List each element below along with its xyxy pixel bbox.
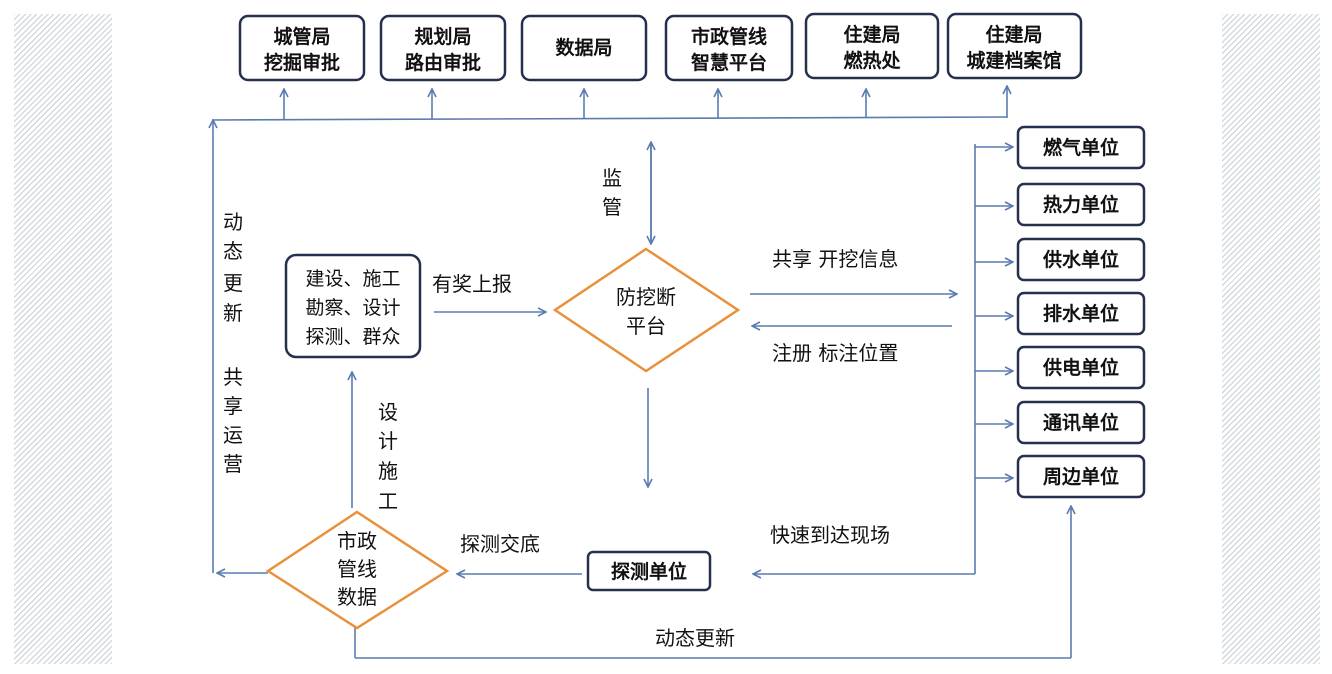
center-diamond-line: 防挖断 — [616, 285, 676, 309]
top-box-archives: 住建局 城建档案馆 — [946, 12, 1083, 80]
data-diamond: 市政 管线 数据 — [265, 510, 450, 630]
right-box-heat: 热力单位 — [1016, 182, 1146, 227]
top-box-gas-heat-office: 住建局 燃热处 — [804, 12, 940, 80]
right-box-water-supply: 供水单位 — [1016, 237, 1146, 282]
right-box-surrounding: 周边单位 — [1016, 454, 1146, 499]
label-update-share: 享 — [223, 394, 243, 418]
label-report: 有奖上报 — [432, 272, 512, 296]
source-box-line: 探测、群众 — [305, 326, 400, 348]
right-box-label: 周边单位 — [1043, 465, 1119, 488]
top-box-line: 智慧平台 — [691, 51, 767, 74]
top-box-data-bureau: 数据局 — [520, 14, 648, 82]
right-box-label: 供电单位 — [1042, 356, 1119, 379]
top-box-line: 市政管线 — [691, 25, 767, 48]
right-box-label: 燃气单位 — [1043, 136, 1119, 159]
left-hatch-border — [14, 14, 112, 664]
label-design-construct: 计 — [378, 429, 398, 453]
label-supervise: 监 — [602, 166, 622, 190]
label-update-share: 新 — [223, 301, 243, 325]
center-diamond: 防挖断 平台 — [552, 247, 741, 373]
data-diamond-line: 市政 — [337, 529, 377, 553]
source-box-line: 建设、施工 — [305, 268, 400, 290]
data-diamond-line: 管线 — [337, 557, 377, 581]
label-update-share: 态 — [223, 239, 243, 263]
right-boxes: 燃气单位 热力单位 供水单位 排水单位 供电单位 通讯单位 周边单位 — [1016, 125, 1146, 499]
right-box-label: 通讯单位 — [1043, 411, 1119, 434]
label-update-share: 更 — [223, 271, 243, 295]
top-box-line: 规划局 — [414, 25, 471, 48]
label-probe-handover: 探测交底 — [460, 532, 540, 556]
right-box-label: 供水单位 — [1042, 248, 1119, 271]
top-box-line: 住建局 — [843, 23, 900, 46]
top-box-line: 挖掘审批 — [264, 51, 340, 74]
connector-lines — [212, 86, 1071, 659]
top-box-urban-management: 城管局 挖掘审批 — [238, 14, 366, 82]
probe-box: 探测单位 — [586, 550, 712, 592]
label-update-share: 营 — [223, 452, 243, 476]
source-box-line: 勘察、设计 — [305, 297, 400, 319]
top-box-planning: 规划局 路由审批 — [379, 14, 507, 82]
top-box-line: 城建档案馆 — [966, 49, 1061, 72]
label-register: 注册 标注位置 — [772, 341, 898, 365]
label-share-info: 共享 开挖信息 — [772, 247, 898, 271]
source-box: 建设、施工 勘察、设计 探测、群众 — [284, 253, 422, 359]
right-box-power: 供电单位 — [1016, 345, 1146, 390]
probe-box-label: 探测单位 — [611, 560, 687, 583]
right-box-label: 排水单位 — [1043, 302, 1119, 325]
right-hatch-border — [1222, 14, 1320, 664]
center-diamond-line: 平台 — [626, 314, 666, 338]
top-box-line: 路由审批 — [405, 51, 481, 74]
right-box-gas: 燃气单位 — [1016, 125, 1146, 170]
label-update-share: 运 — [223, 423, 243, 447]
label-arrive-fast: 快速到达现场 — [770, 523, 890, 547]
top-boxes: 城管局 挖掘审批 规划局 路由审批 数据局 市政管线 智慧平台 住建局 燃热处 … — [238, 12, 1083, 82]
label-design-construct: 工 — [378, 489, 398, 513]
label-dynamic-update: 动态更新 — [655, 626, 735, 650]
data-diamond-line: 数据 — [337, 585, 377, 609]
label-design-construct: 施 — [378, 459, 398, 483]
label-update-share: 共 — [223, 365, 243, 389]
top-box-smart-platform: 市政管线 智慧平台 — [664, 14, 794, 82]
top-box-line: 住建局 — [985, 23, 1042, 46]
label-supervise: 管 — [602, 195, 622, 219]
top-box-line: 数据局 — [555, 36, 612, 59]
right-box-telecom: 通讯单位 — [1016, 400, 1146, 445]
label-update-share: 动 — [223, 210, 243, 234]
label-design-construct: 设 — [378, 400, 398, 424]
right-box-drainage: 排水单位 — [1016, 291, 1146, 336]
top-box-line: 城管局 — [273, 25, 330, 48]
edge-labels: 有奖上报 共享 开挖信息 注册 标注位置 监 管 探测交底 快速到达现场 动态更… — [223, 166, 898, 650]
right-box-label: 热力单位 — [1043, 193, 1119, 216]
top-box-line: 燃热处 — [843, 49, 901, 72]
